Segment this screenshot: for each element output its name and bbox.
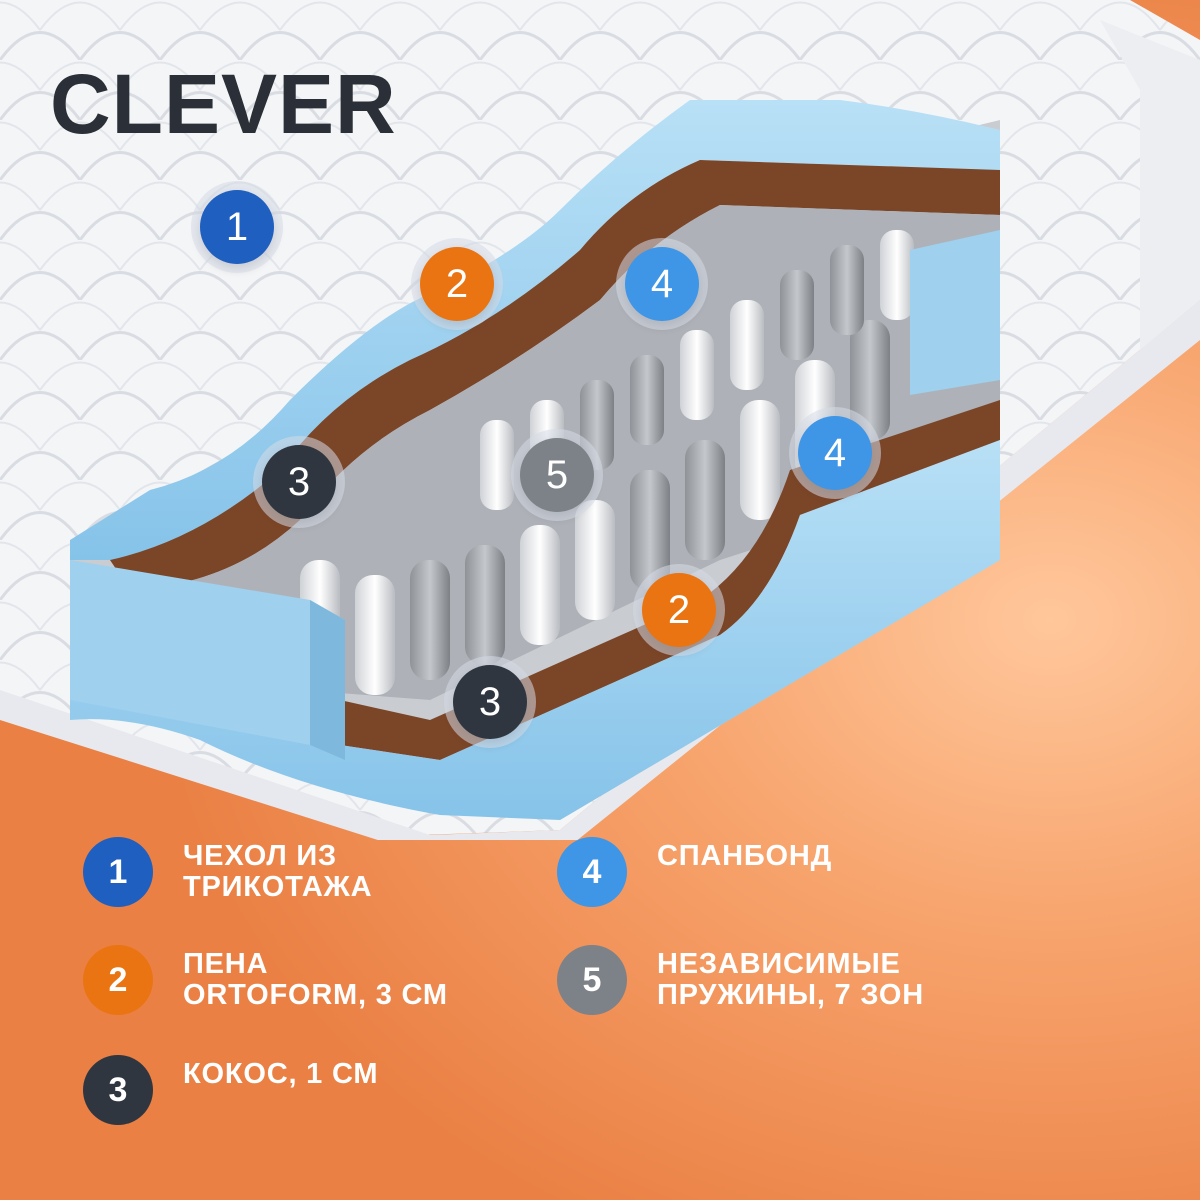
layer-5-marker: 5 (520, 438, 594, 512)
layer-1-marker: 1 (200, 190, 274, 264)
layer-4-marker: 4 (625, 247, 699, 321)
legend-item-coconut: 3 КОКОС, 1 СМ (83, 1055, 378, 1125)
legend-label: КОКОС, 1 СМ (183, 1058, 379, 1090)
layer-2-marker: 2 (420, 247, 494, 321)
layer-5-badge: 5 (557, 945, 627, 1015)
layer-3-badge: 3 (83, 1055, 153, 1125)
pocket-springs (300, 230, 914, 695)
top-foam-layer (70, 100, 1000, 560)
layer-3-marker: 3 (262, 445, 336, 519)
bottom-coconut-layer (340, 400, 1000, 760)
right-foam-block (910, 230, 1000, 395)
top-coconut-layer (110, 160, 1000, 590)
legend-item-spunbond: 4 СПАНБОНД (557, 837, 832, 907)
layer-2-marker: 2 (642, 573, 716, 647)
layer-3-marker: 3 (453, 665, 527, 739)
product-title: CLEVER (50, 57, 397, 151)
left-foam-block (70, 560, 345, 760)
layer-4-marker: 4 (798, 416, 872, 490)
bottom-foam-layer (70, 440, 1000, 820)
layer-1-badge: 1 (83, 837, 153, 907)
legend-label: СПАНБОНД (657, 840, 833, 872)
layer-4-badge: 4 (557, 837, 627, 907)
layer-2-badge: 2 (83, 945, 153, 1015)
